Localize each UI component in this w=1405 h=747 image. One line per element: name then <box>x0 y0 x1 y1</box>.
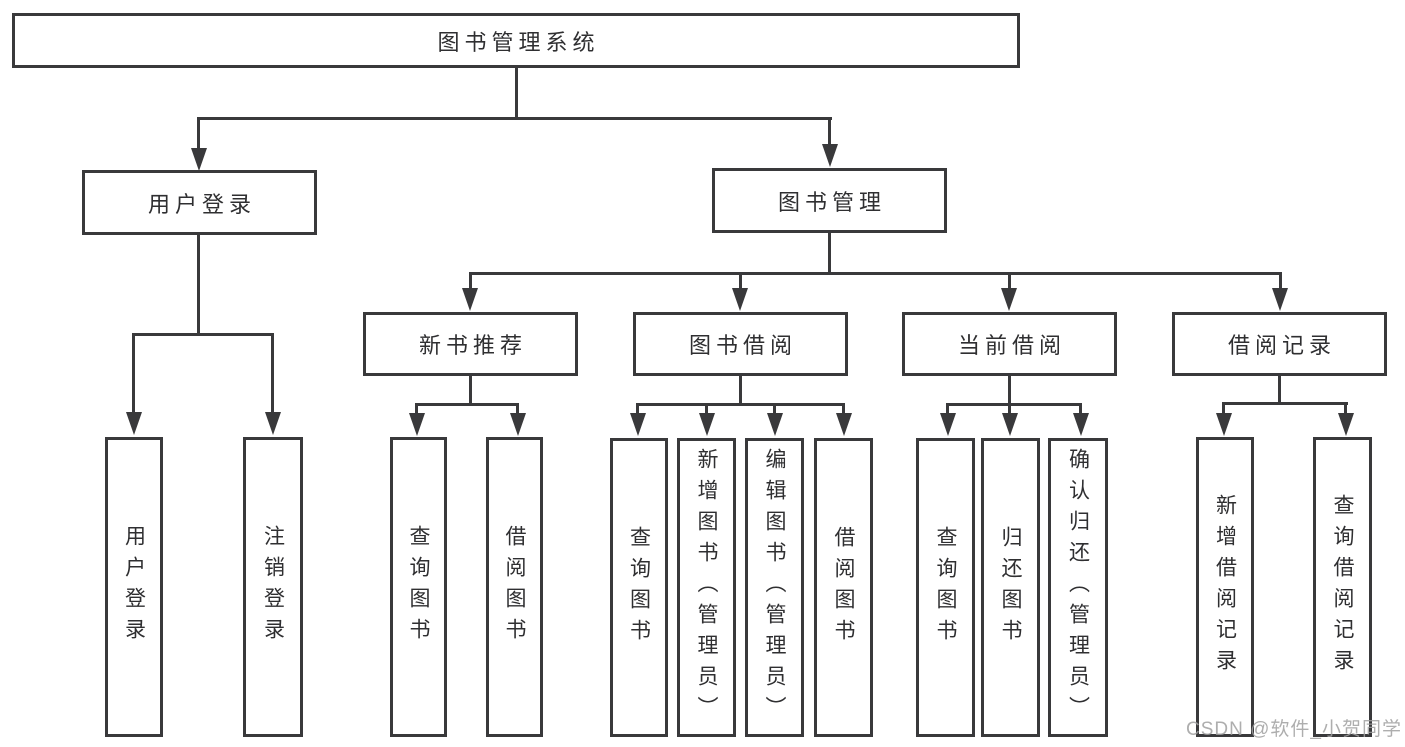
arrow-down-icon <box>1002 413 1018 436</box>
arrow-down-icon <box>126 412 142 435</box>
connector-line <box>469 272 472 291</box>
connector-line <box>946 403 1082 406</box>
connector-line <box>1079 403 1082 415</box>
arrow-down-icon <box>1272 288 1288 311</box>
leaf-logout: 注销登录 <box>243 437 303 737</box>
connector-line <box>636 403 639 415</box>
arrow-down-icon <box>630 413 646 436</box>
connector-line <box>1222 402 1348 405</box>
node-current-borrow: 当前借阅 <box>902 312 1117 376</box>
arrow-down-icon <box>462 288 478 311</box>
node-new-book-rec: 新书推荐 <box>363 312 578 376</box>
node-user-login: 用户登录 <box>82 170 317 235</box>
csdn-watermark: CSDN @软件_小贺同学 <box>1186 719 1402 740</box>
leaf-cb-query-book: 查询图书 <box>916 438 975 737</box>
leaf-bb-edit-book: 编辑图书（管理员） <box>745 438 804 737</box>
connector-line <box>705 403 708 415</box>
connector-line <box>1344 402 1347 415</box>
connector-line <box>469 376 472 406</box>
node-book-borrow: 图书借阅 <box>633 312 848 376</box>
connector-line <box>469 272 1282 275</box>
connector-line <box>1279 272 1282 291</box>
arrow-down-icon <box>1001 288 1017 311</box>
arrow-down-icon <box>409 413 425 436</box>
arrow-down-icon <box>822 144 838 167</box>
leaf-br-query-record: 查询借阅记录 <box>1313 437 1372 737</box>
connector-line <box>1008 272 1011 291</box>
connector-line <box>739 272 742 291</box>
connector-line <box>1278 376 1281 405</box>
connector-line <box>415 403 418 415</box>
arrow-down-icon <box>699 413 715 436</box>
leaf-user-login: 用户登录 <box>105 437 163 737</box>
arrow-down-icon <box>1216 413 1232 436</box>
connector-line <box>636 403 845 406</box>
connector-line <box>1222 402 1225 415</box>
leaf-rec-query-book: 查询图书 <box>390 437 447 737</box>
node-book-mgmt: 图书管理 <box>712 168 947 233</box>
leaf-br-add-record: 新增借阅记录 <box>1196 437 1254 737</box>
leaf-cb-confirm-return: 确认归还（管理员） <box>1048 438 1108 737</box>
node-root: 图书管理系统 <box>12 13 1020 68</box>
arrow-down-icon <box>191 148 207 171</box>
arrow-down-icon <box>1338 413 1354 436</box>
arrow-down-icon <box>1073 413 1089 436</box>
connector-line <box>197 117 832 120</box>
connector-line <box>1008 403 1011 415</box>
connector-line <box>132 333 135 414</box>
connector-line <box>132 333 274 336</box>
leaf-rec-borrow-book: 借阅图书 <box>486 437 543 737</box>
connector-line <box>1008 376 1011 406</box>
node-borrow-record: 借阅记录 <box>1172 312 1387 376</box>
arrow-down-icon <box>836 413 852 436</box>
leaf-bb-query-book: 查询图书 <box>610 438 668 737</box>
arrow-down-icon <box>510 413 526 436</box>
arrow-down-icon <box>265 412 281 435</box>
connector-line <box>842 403 845 415</box>
connector-line <box>828 233 831 275</box>
leaf-bb-borrow-book: 借阅图书 <box>814 438 873 737</box>
connector-line <box>828 117 831 146</box>
leaf-cb-return-book: 归还图书 <box>981 438 1040 737</box>
connector-line <box>946 403 949 415</box>
connector-line <box>773 403 776 415</box>
connector-line <box>739 376 742 406</box>
connector-line <box>516 403 519 415</box>
connector-line <box>197 117 200 150</box>
arrow-down-icon <box>767 413 783 436</box>
connector-line <box>515 68 518 118</box>
connector-line <box>415 403 519 406</box>
leaf-bb-add-book: 新增图书（管理员） <box>677 438 736 737</box>
arrow-down-icon <box>940 413 956 436</box>
connector-line <box>197 235 200 336</box>
connector-line <box>271 333 274 414</box>
arrow-down-icon <box>732 288 748 311</box>
